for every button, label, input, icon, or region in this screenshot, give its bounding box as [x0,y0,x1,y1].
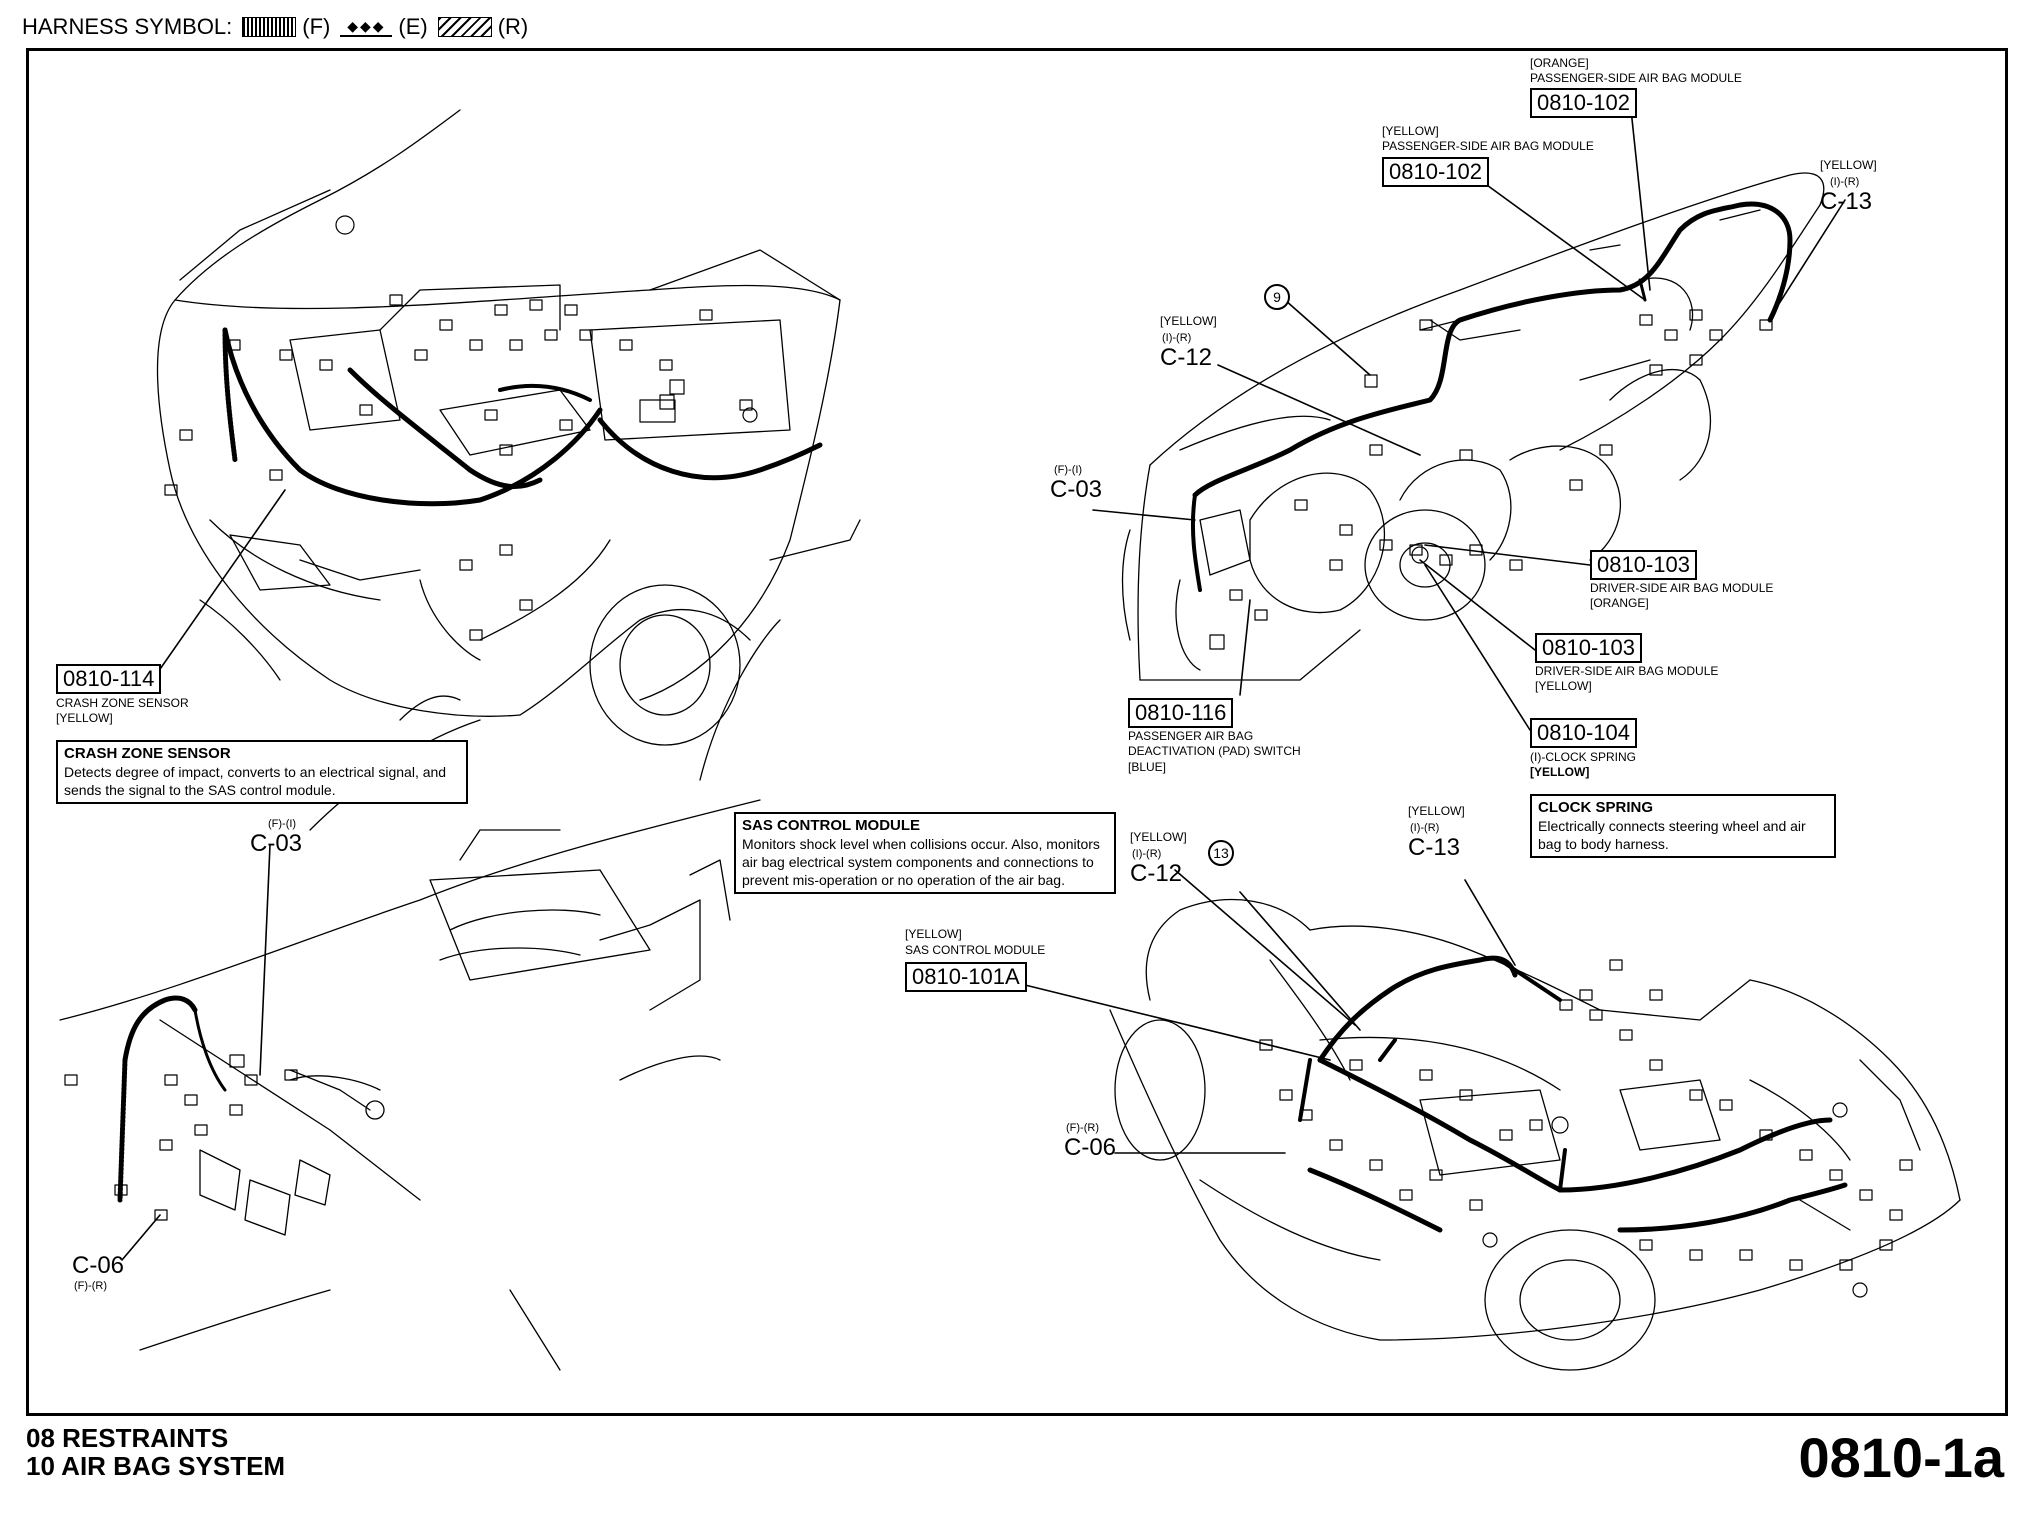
crash-zone-info-title: CRASH ZONE SENSOR [64,745,231,762]
c06-right-tag: (F)-(R) [1066,1122,1099,1134]
connector-c13-bottom[interactable]: C-13 [1408,834,1461,861]
driver-airbag-yellow-note: [YELLOW] [1535,679,1592,693]
c06-bottom-tag: (F)-(R) [74,1280,107,1292]
grid-pattern-icon [242,17,297,37]
legend-label: HARNESS SYMBOL: [22,14,233,39]
crash-zone-sensor-color: [YELLOW] [56,711,113,725]
pass-airbag-yellow-note: [YELLOW] [1382,124,1439,138]
crash-zone-info-box: CRASH ZONE SENSOR Detects degree of impa… [56,740,468,804]
driver-airbag-orange-note: [ORANGE] [1590,596,1649,610]
c12-bottom-tag: (I)-(R) [1132,848,1162,860]
connector-c06-bottom[interactable]: C-06 [72,1252,125,1279]
driver-airbag-orange-desc: DRIVER-SIDE AIR BAG MODULE [1590,581,1774,595]
code-0810-103-yellow[interactable]: 0810-103 [1535,633,1642,663]
code-0810-114[interactable]: 0810-114 [56,664,162,694]
pass-airbag-orange-desc: PASSENGER-SIDE AIR BAG MODULE [1530,71,1742,85]
c12-top-note: [YELLOW] [1160,314,1217,328]
sas-info-text: Monitors shock level when collisions occ… [742,836,1100,888]
sas-module-desc: SAS CONTROL MODULE [905,943,1046,957]
connector-c03-bottom[interactable]: C-03 [250,830,303,857]
pass-airbag-yellow-desc: PASSENGER-SIDE AIR BAG MODULE [1382,139,1594,153]
connector-c12-bottom[interactable]: C-12 [1130,860,1183,887]
hatch-pattern-icon [437,17,492,37]
legend-r-label: (R) [497,14,529,39]
page-number: 0810-1a [1798,1426,2004,1489]
clock-spring-info-title: CLOCK SPRING [1538,799,1654,816]
sas-module-note: [YELLOW] [905,927,962,941]
harness-symbol-legend: HARNESS SYMBOL: (F) ◆◆◆ (E) (R) [22,12,528,42]
pad-switch-color: [BLUE] [1128,760,1167,774]
vehicle-body-view [1109,899,1961,1371]
sas-info-title: SAS CONTROL MODULE [742,817,921,834]
clock-spring-info-box: CLOCK SPRING Electrically connects steer… [1530,794,1836,858]
connector-c03-top[interactable]: C-03 [1050,476,1103,503]
pass-airbag-orange-note: [ORANGE] [1530,56,1589,70]
code-0810-104[interactable]: 0810-104 [1530,718,1637,748]
c13-bottom-tag: (I)-(R) [1410,822,1440,834]
diagram-frame [26,48,2008,1416]
code-0810-101a[interactable]: 0810-101A [905,962,1027,992]
c03-top-tag: (F)-(I) [1054,464,1083,476]
c13-top-note: [YELLOW] [1820,158,1877,172]
connector-c06-right[interactable]: C-06 [1064,1134,1117,1161]
clock-spring-desc: (I)-CLOCK SPRING [1530,750,1637,764]
code-0810-102-yellow[interactable]: 0810-102 [1382,157,1489,187]
connector-c13-top[interactable]: C-13 [1820,188,1873,215]
legend-e-label: (E) [398,14,428,39]
connector-c12-top[interactable]: C-12 [1160,344,1213,371]
pad-switch-line2: DEACTIVATION (PAD) SWITCH [1128,744,1301,758]
code-0810-116[interactable]: 0810-116 [1128,698,1234,728]
section-restraints: 08 RESTRAINTS [26,1423,229,1453]
engine-bay-view [156,109,861,746]
clock-spring-color: [YELLOW] [1530,765,1590,779]
marker-9: 9 [1264,284,1290,310]
interior-footwell-view [59,619,781,1371]
code-0810-102-orange[interactable]: 0810-102 [1530,88,1637,118]
clock-spring-info-text: Electrically connects steering wheel and… [1538,818,1806,852]
section-air-bag-system: 10 AIR BAG SYSTEM [26,1451,286,1481]
c12-bottom-note: [YELLOW] [1130,830,1187,844]
leader-lines [121,99,1846,1261]
sas-info-box: SAS CONTROL MODULE Monitors shock level … [734,812,1116,894]
c13-top-tag: (I)-(R) [1830,176,1860,188]
c03-bottom-tag: (F)-(I) [268,818,297,830]
driver-airbag-yellow-desc: DRIVER-SIDE AIR BAG MODULE [1535,664,1719,678]
crash-zone-info-text: Detects degree of impact, converts to an… [64,764,447,798]
legend-f-label: (F) [302,14,331,39]
marker-13: 13 [1208,840,1234,866]
code-0810-103-orange[interactable]: 0810-103 [1590,550,1697,580]
section-titles: 08 RESTRAINTS 10 AIR BAG SYSTEM [26,1424,285,1480]
c13-bottom-note: [YELLOW] [1408,804,1465,818]
diamond-line-icon: ◆◆◆ [340,17,393,37]
wiring-diagram-artwork [59,99,1961,1371]
dashboard-view [1121,172,1825,681]
crash-zone-sensor-label: CRASH ZONE SENSOR [56,696,189,710]
c12-top-tag: (I)-(R) [1162,332,1192,344]
pad-switch-line1: PASSENGER AIR BAG [1128,729,1254,743]
